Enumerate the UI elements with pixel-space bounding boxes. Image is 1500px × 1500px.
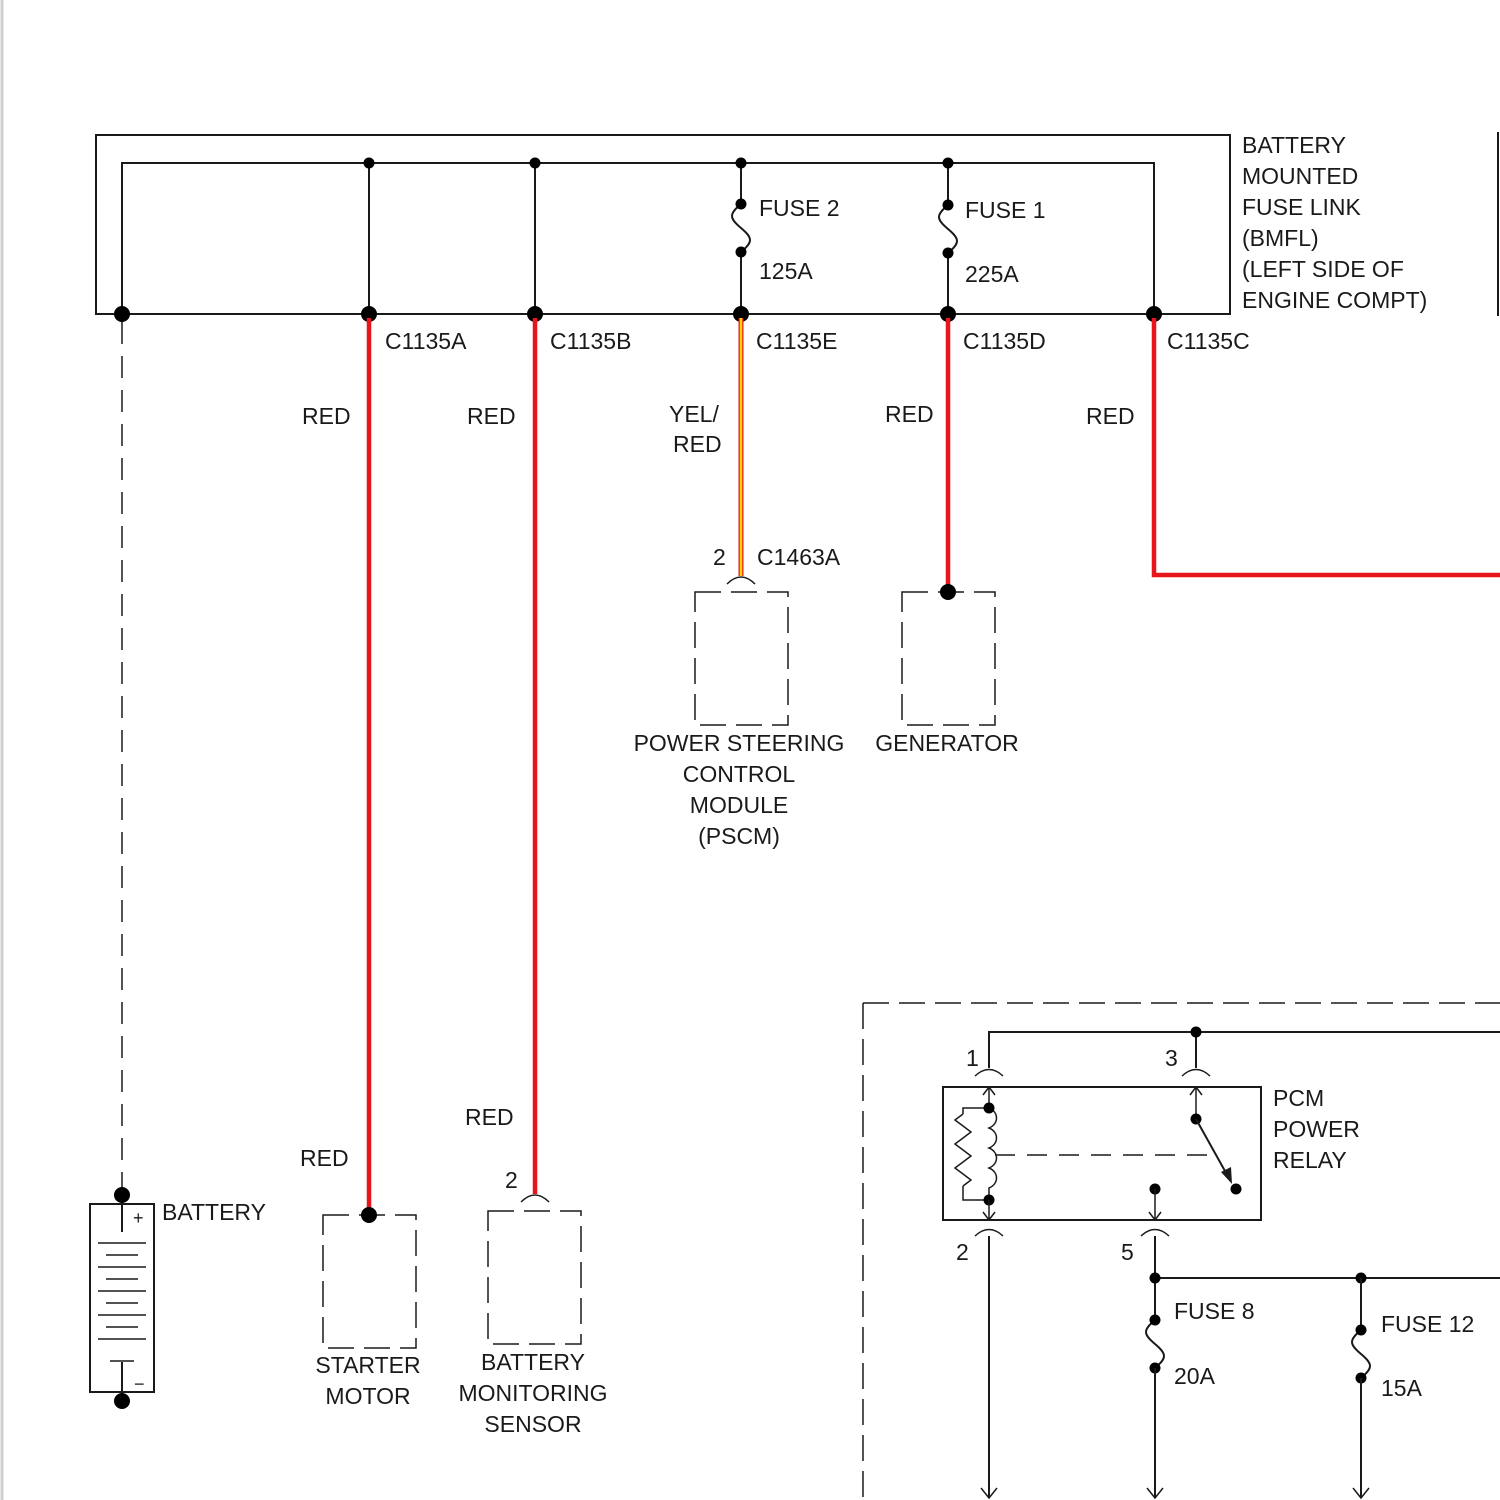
fuse1-name: FUSE 1	[965, 197, 1046, 223]
fuse2-rating: 125A	[759, 258, 813, 284]
relay-pin3-connector	[1182, 1070, 1210, 1077]
starter-terminal	[361, 1207, 377, 1223]
bmfl-label-line: FUSE LINK	[1242, 194, 1362, 220]
bmfl-label-line: MOUNTED	[1242, 163, 1358, 189]
battery-plus: +	[133, 1208, 144, 1228]
fuse1-rating: 225A	[965, 261, 1019, 287]
wire-color-label-b: RED	[467, 403, 516, 429]
connector-c1135c: C1135C	[1167, 328, 1250, 354]
wire-color-label-c: RED	[1086, 403, 1135, 429]
wire-color-label-d: RED	[885, 401, 934, 427]
generator-terminal	[940, 584, 956, 600]
fuse2-name: FUSE 2	[759, 195, 840, 221]
sensor-label-line: MONITORING	[458, 1380, 607, 1406]
relay-label-line: POWER	[1273, 1116, 1360, 1142]
battery-minus: −	[134, 1374, 145, 1394]
pscm-label: POWER STEERING CONTROL MODULE (PSCM)	[634, 730, 845, 849]
starter-label-line: MOTOR	[325, 1383, 410, 1409]
sensor-component-box	[488, 1211, 581, 1344]
wire-color-label-e2: RED	[673, 431, 722, 457]
generator-component-box	[902, 592, 995, 725]
wire-color-label-sensor: RED	[465, 1104, 514, 1130]
pscm-label-line: POWER STEERING	[634, 730, 845, 756]
sensor-label-line: SENSOR	[484, 1411, 581, 1437]
sensor-label-line: BATTERY	[481, 1349, 585, 1375]
pscm-connector: C1463A	[757, 544, 841, 570]
fuse12-symbol	[1352, 1278, 1370, 1498]
pscm-label-line: CONTROL	[683, 761, 796, 787]
pscm-label-line: (PSCM)	[698, 823, 780, 849]
pscm-connector-symbol	[727, 577, 755, 584]
fuse8-name: FUSE 8	[1174, 1298, 1255, 1324]
connector-c1135d: C1135D	[963, 328, 1046, 354]
relay-label-line: PCM	[1273, 1085, 1324, 1111]
relay-pin-2: 2	[956, 1239, 969, 1265]
relay-pin-5: 5	[1121, 1239, 1134, 1265]
relay-label-line: RELAY	[1273, 1147, 1347, 1173]
wire-color-label-starter: RED	[300, 1145, 349, 1171]
sensor-connector-symbol	[521, 1195, 549, 1202]
fuse8-symbol	[1146, 1315, 1164, 1499]
starter-label-line: STARTER	[315, 1352, 420, 1378]
pscm-component-box	[695, 592, 788, 725]
sensor-label: BATTERY MONITORING SENSOR	[458, 1349, 607, 1437]
relay-pin2-connector	[975, 1230, 1003, 1237]
battery-label: BATTERY	[162, 1199, 266, 1225]
bmfl-label-line: (LEFT SIDE OF	[1242, 256, 1404, 282]
bmfl-label-line: ENGINE COMPT)	[1242, 287, 1427, 313]
sensor-pin: 2	[505, 1167, 518, 1193]
generator-label: GENERATOR	[875, 730, 1019, 756]
fuse8-rating: 20A	[1174, 1363, 1216, 1389]
bmfl-label: BATTERY MOUNTED FUSE LINK (BMFL) (LEFT S…	[1242, 132, 1427, 313]
relay-top-bus	[989, 1027, 1500, 1069]
relay-switch	[1149, 1087, 1242, 1220]
starter-label: STARTER MOTOR	[315, 1352, 420, 1409]
relay-pin-3: 3	[1165, 1045, 1178, 1071]
fuse12-name: FUSE 12	[1381, 1311, 1474, 1337]
relay-coil	[955, 1087, 997, 1220]
wire-c1135c-red	[1154, 318, 1500, 575]
connector-c1135b: C1135B	[550, 328, 631, 354]
wire-color-label-a: RED	[302, 403, 351, 429]
relay-pin2-wire	[981, 1236, 997, 1498]
wire-color-label-e1: YEL/	[669, 401, 719, 427]
relay-pin5-connector	[1141, 1230, 1169, 1237]
connector-c1135a: C1135A	[385, 328, 467, 354]
fuse12-rating: 15A	[1381, 1375, 1423, 1401]
bmfl-label-line: BATTERY	[1242, 132, 1346, 158]
bmfl-label-line: (BMFL)	[1242, 225, 1319, 251]
bmfl-box	[96, 135, 1230, 322]
starter-component-box	[323, 1215, 416, 1348]
relay-pin1-connector	[975, 1070, 1003, 1077]
relay-pin-1: 1	[966, 1045, 979, 1071]
pscm-label-line: MODULE	[690, 792, 788, 818]
pscm-pin: 2	[713, 544, 726, 570]
connector-c1135e: C1135E	[756, 328, 837, 354]
